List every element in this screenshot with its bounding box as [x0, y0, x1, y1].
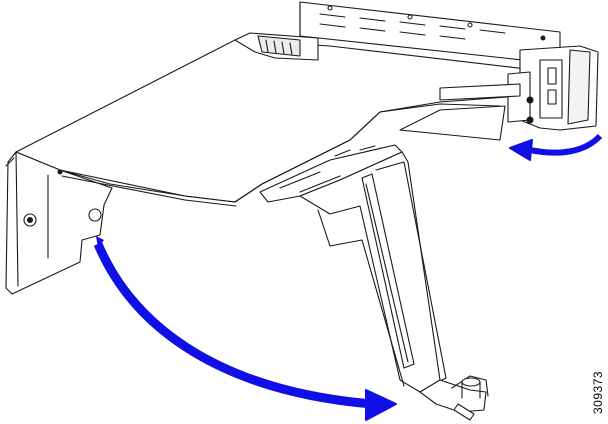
riser-top-plate [299, 1, 561, 65]
left-end-wall [5, 151, 113, 295]
figure-id-number: 309373 [591, 370, 605, 414]
small-curved-arrow [509, 133, 603, 161]
panel-bent-edge [59, 103, 501, 207]
riser-main-panel [15, 32, 536, 203]
vertical-card-bracket [299, 151, 489, 421]
large-curved-arrow [93, 236, 397, 421]
right-latch-bracket [399, 35, 599, 141]
